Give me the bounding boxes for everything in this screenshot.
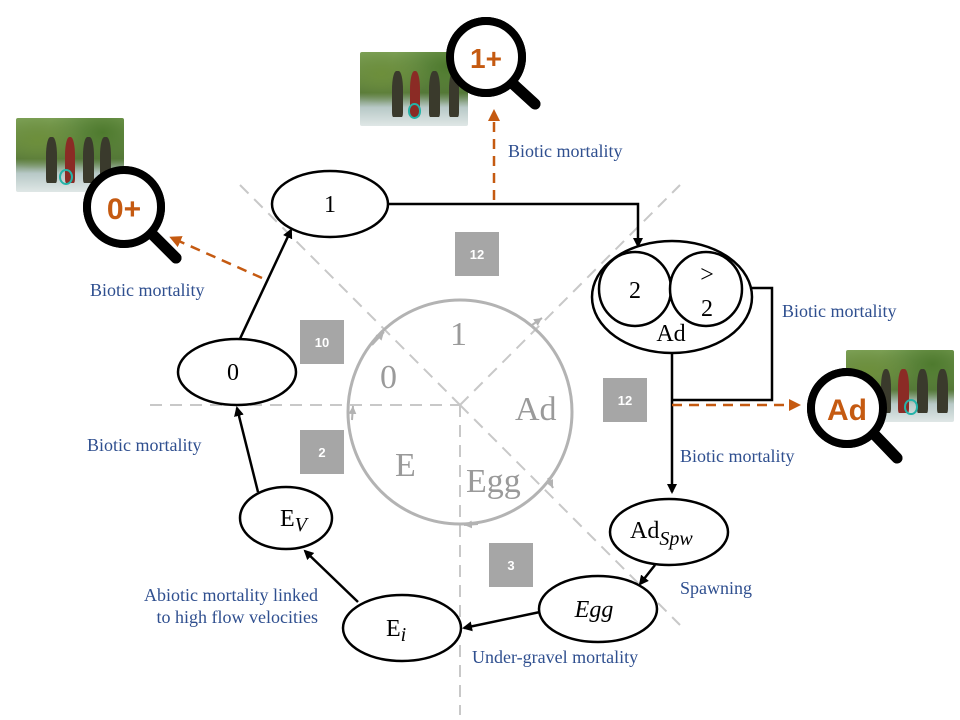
node-ev-sub: V <box>295 514 310 536</box>
guide-diag-lower-right <box>459 404 681 626</box>
guide-diag-upper-right <box>459 184 681 406</box>
node-egg[interactable]: Egg <box>537 574 659 644</box>
center-label-e: E <box>395 447 416 484</box>
arrow-egg-to-ei <box>462 610 541 632</box>
guide-diag-upper-left <box>239 184 461 406</box>
field-photo-0plus <box>16 118 124 192</box>
badge-12-top: 12 <box>455 232 499 276</box>
node-adspw-label: AdSpw <box>630 518 693 550</box>
badge-3: 3 <box>489 543 533 587</box>
label-biotic-left-upper: Biotic mortality <box>90 280 205 300</box>
node-ei-sub: i <box>401 624 407 646</box>
node-ad-age-gt2[interactable] <box>668 250 744 328</box>
node-ad-label: Ad <box>656 321 685 347</box>
node-ev[interactable]: EV <box>238 485 334 551</box>
center-label-0: 0 <box>380 359 397 396</box>
node-ad-age2-label: 2 <box>629 278 641 304</box>
node-ei-main: E <box>386 616 401 642</box>
arrow-ev-to-0 <box>234 406 260 493</box>
label-abiotic-line2: to high flow velocities <box>156 607 318 627</box>
guide-lines <box>150 184 681 715</box>
badge-10: 10 <box>300 320 344 364</box>
label-biotic-top: Biotic mortality <box>508 141 623 161</box>
node-stage-0[interactable]: 0 <box>176 337 298 407</box>
label-biotic-right-upper: Biotic mortality <box>782 301 897 321</box>
node-adspw-sub: Spw <box>659 528 693 550</box>
field-photo-1plus <box>360 52 468 126</box>
center-arrow-egg-to-e <box>463 520 479 529</box>
center-label-egg: Egg <box>466 463 521 500</box>
label-abiotic: Abiotic mortality linked to high flow ve… <box>100 584 318 628</box>
node-adspw-main: Ad <box>630 518 659 544</box>
badge-12-right: 12 <box>603 378 647 422</box>
magnifier-1plus-label: 1+ <box>470 43 502 74</box>
label-under-gravel: Under-gravel mortality <box>472 647 639 667</box>
node-egg-label: Egg <box>574 597 614 623</box>
label-abiotic-line1: Abiotic mortality linked <box>144 585 318 605</box>
center-label-ad: Ad <box>515 391 557 428</box>
label-biotic-right-lower: Biotic mortality <box>680 446 795 466</box>
node-stage-1[interactable]: 1 <box>270 169 390 239</box>
node-ei-label: Ei <box>386 616 406 646</box>
center-arrow-0-to-1 <box>371 331 385 346</box>
arrow-sample-0plus <box>169 236 263 280</box>
badge-2: 2 <box>300 430 344 474</box>
center-arrow-1-to-ad <box>531 317 543 326</box>
node-ev-main: E <box>280 506 295 532</box>
sampling-arrows <box>169 109 801 411</box>
field-photo-ad <box>846 350 954 422</box>
magnifier-0plus-label: 0+ <box>107 193 141 226</box>
arrow-1-to-ad <box>388 202 643 248</box>
label-biotic-left-lower: Biotic mortality <box>87 435 202 455</box>
center-label-1: 1 <box>450 316 467 353</box>
node-stage-0-label: 0 <box>227 360 239 386</box>
center-arrow-e-to-0 <box>348 405 357 421</box>
center-cycle-circle <box>346 298 574 526</box>
node-ad-gt-symbol: > <box>700 262 714 288</box>
arrow-ei-to-ev <box>303 549 359 603</box>
node-adspw[interactable]: AdSpw <box>608 497 730 567</box>
node-ev-label: EV <box>280 506 310 536</box>
transition-arrows <box>234 202 774 632</box>
node-stage-1-label: 1 <box>324 192 336 218</box>
center-cycle-arrows <box>348 317 554 529</box>
arrow-0-to-1 <box>236 228 293 344</box>
arrow-adspw-to-egg <box>638 564 656 586</box>
label-spawning: Spawning <box>680 578 752 598</box>
center-arrow-ad-to-egg <box>545 477 554 489</box>
node-ad-gt2-label: 2 <box>701 296 713 322</box>
arrow-ad-survival-loop <box>672 283 774 402</box>
node-ad-group[interactable]: 2 > 2 Ad <box>590 239 754 355</box>
node-ei[interactable]: Ei <box>341 593 463 663</box>
